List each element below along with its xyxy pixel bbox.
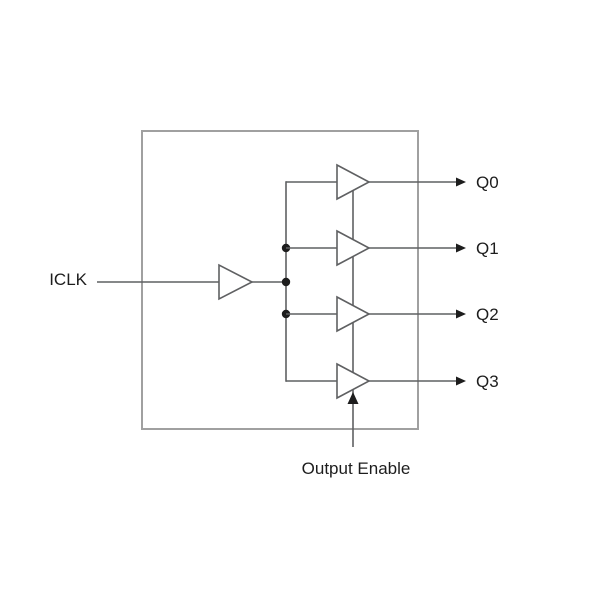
output-enable-label: Output Enable [302,459,411,478]
output-channel-q1: Q1 [286,229,499,267]
q2-output-arrowhead [456,309,466,319]
q3-output-arrowhead [456,376,466,386]
q0-output-arrowhead [456,177,466,187]
q1-label: Q1 [476,239,499,258]
q2-label: Q2 [476,305,499,324]
output-channel-q0: Q0 [286,163,499,201]
q0-buffer-triangle [336,163,371,201]
q1-buffer-triangle [336,229,371,267]
input-buffer-triangle [218,263,254,301]
q2-buffer-triangle [336,295,371,333]
output-channel-q2: Q2 [286,295,499,333]
iclk-label: ICLK [49,270,87,289]
output-enable-arrowhead [347,392,359,404]
q3-buffer-triangle [336,362,371,400]
output-channel-q3: Q3 [286,362,499,400]
q1-output-arrowhead [456,243,466,253]
ic-boundary-box [141,130,419,430]
q3-label: Q3 [476,372,499,391]
q0-label: Q0 [476,173,499,192]
junction-dot-2 [281,277,291,287]
